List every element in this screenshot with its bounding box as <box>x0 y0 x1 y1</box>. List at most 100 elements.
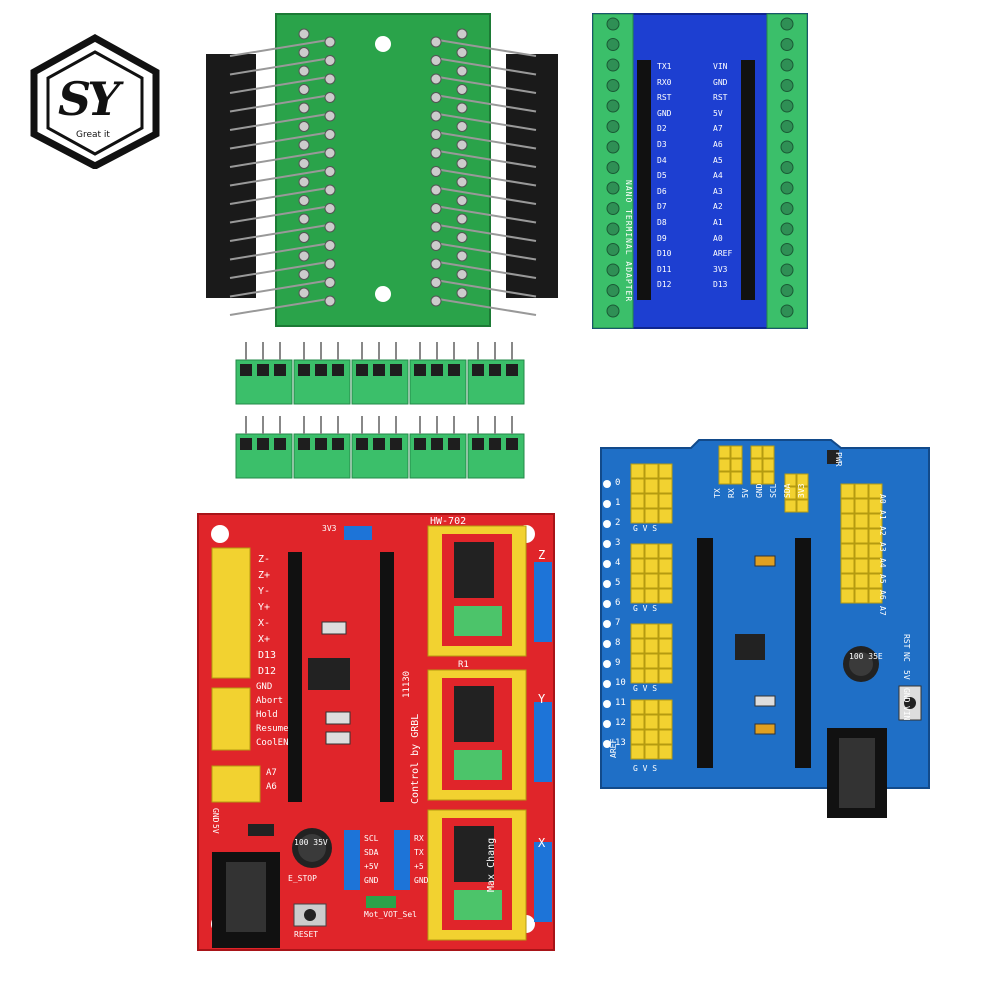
cnc-label: X+ <box>258 634 271 645</box>
cnc-label: CoolEN <box>256 738 289 748</box>
cnc-label: RESET <box>294 930 319 939</box>
adapter-pin-label: 3V3 <box>713 264 728 274</box>
cnc-label: RX <box>414 834 424 843</box>
cnc-label: Abort <box>256 696 284 706</box>
terminal-block <box>293 342 351 405</box>
io-label: G V S <box>633 604 658 613</box>
io-top-label: SDA <box>783 483 792 498</box>
io-digital-label: 7 <box>615 618 621 628</box>
adapter-pin-label: D3 <box>657 140 667 149</box>
terminal-block <box>467 416 525 479</box>
adapter-pin-label: D12 <box>657 280 672 290</box>
cnc-label: Y <box>538 692 546 706</box>
adapter-pin-label: GND <box>713 77 728 87</box>
io-label: PWR <box>834 452 843 467</box>
adapter-pin-label: TX1 <box>657 62 672 71</box>
cnc-label: SDA <box>364 848 379 857</box>
terminal-blocks-row-2 <box>232 412 532 484</box>
cnc-label: SCL <box>364 834 379 843</box>
io-analog-label: A7 <box>878 606 887 616</box>
cnc-label: Mot_VOT_Sel <box>364 910 417 919</box>
cnc-label: 11130 <box>402 670 412 698</box>
cnc-label: TX <box>414 848 424 857</box>
io-analog-label: A4 <box>878 558 887 568</box>
adapter-pin-label: A7 <box>713 124 723 134</box>
cnc-label: Y+ <box>258 602 271 613</box>
adapter-pin-label: A3 <box>713 186 723 196</box>
terminal-block-strip <box>235 416 525 479</box>
io-digital-label: 8 <box>615 638 621 648</box>
cnc-label: Resume <box>256 724 289 734</box>
terminal-block <box>409 416 467 479</box>
cnc-label: X- <box>258 618 271 629</box>
cnc-label: 5V <box>211 824 220 834</box>
terminal-block <box>467 342 525 405</box>
adapter-pin-label: A4 <box>713 171 723 181</box>
terminal-blocks-row-1 <box>232 338 532 408</box>
adapter-pin-label: D4 <box>657 155 667 165</box>
blue-adapter-illustration <box>592 13 808 329</box>
cnc-label: Z+ <box>258 570 271 581</box>
adapter-pin-label: A1 <box>713 218 723 227</box>
io-analog-label: A5 <box>878 574 887 584</box>
cnc-label: X <box>538 836 546 850</box>
io-top-label: 5V <box>741 488 750 498</box>
cnc-label: GND <box>211 808 220 823</box>
adapter-pin-label: D10 <box>657 249 672 259</box>
cnc-label: GND <box>364 876 379 885</box>
terminal-block-strip <box>235 342 525 405</box>
adapter-pin-label: A5 <box>713 155 723 165</box>
io-label: G V S <box>633 764 658 773</box>
cnc-label: A6 <box>266 782 277 792</box>
io-digital-label: 1 <box>615 498 621 508</box>
io-top-label: GND <box>755 483 764 498</box>
io-shield-illustration <box>600 439 930 818</box>
terminal-block <box>235 342 293 405</box>
io-power-label: RST <box>902 634 911 649</box>
io-digital-label: 4 <box>615 558 621 568</box>
cnc-label: 3V3 <box>322 524 337 533</box>
io-digital-label: 0 <box>615 478 621 488</box>
io-digital-label: 3 <box>615 538 621 548</box>
adapter-pin-label: RX0 <box>657 77 672 87</box>
io-top-label: SCL <box>769 483 778 498</box>
io-digital-label: 6 <box>615 598 621 608</box>
io-label: G V S <box>633 684 658 693</box>
terminal-block <box>293 416 351 479</box>
io-top-label: TX <box>713 488 722 498</box>
cnc-label: Y- <box>258 586 271 597</box>
io-label: 100 35E <box>849 652 883 661</box>
cnc-label: Z- <box>258 554 271 565</box>
cnc-label: E_STOP <box>288 874 317 883</box>
cnc-label: Max Chang <box>486 837 497 892</box>
terminal-block <box>351 342 409 405</box>
cnc-label: GND <box>414 876 429 885</box>
io-label: AREF <box>609 738 618 758</box>
adapter-pin-label: D11 <box>657 264 672 274</box>
io-power-label: NC <box>902 652 911 662</box>
cnc-label: D12 <box>258 666 277 677</box>
adapter-pin-label: A2 <box>713 202 723 212</box>
terminal-block <box>351 416 409 479</box>
adapter-pin-label: D8 <box>657 218 667 227</box>
io-digital-label: 5 <box>615 578 621 588</box>
io-analog-label: A1 <box>878 510 887 520</box>
io-power-label: VIN <box>902 706 911 721</box>
logo-tagline: Great it <box>76 130 110 140</box>
io-analog-label: A2 <box>878 526 887 536</box>
adapter-pin-label: RST <box>713 93 728 103</box>
cnc-label: +5V <box>364 862 379 871</box>
io-digital-label: 9 <box>615 658 621 668</box>
cnc-label: Z <box>538 548 546 562</box>
cnc-label: GND <box>256 682 273 692</box>
adapter-pin-label: D6 <box>657 186 667 196</box>
adapter-pin-label: D5 <box>657 171 667 181</box>
adapter-pin-label: D7 <box>657 202 667 212</box>
io-digital-label: 2 <box>615 518 621 528</box>
io-label: G V S <box>633 524 658 533</box>
adapter-pin-label: AREF <box>713 249 733 259</box>
adapter-pin-label: D9 <box>657 233 667 243</box>
adapter-pin-label: A6 <box>713 140 723 149</box>
